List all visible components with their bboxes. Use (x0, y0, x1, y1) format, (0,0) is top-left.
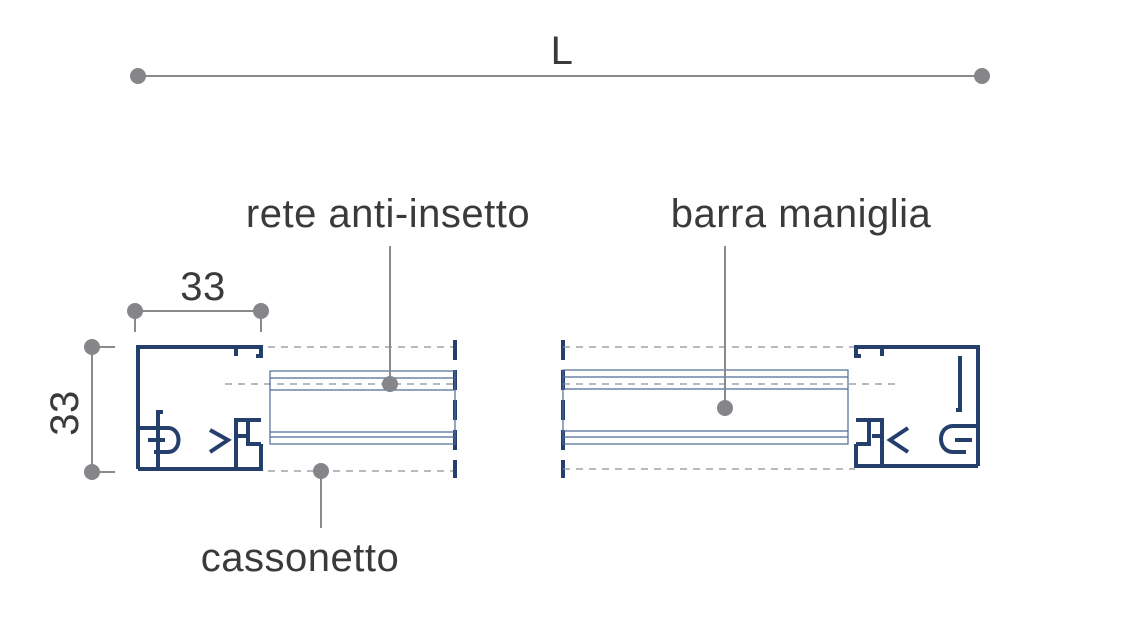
handle-bar-callout: barra maniglia (671, 192, 932, 416)
width-dimension: 33 (127, 265, 269, 332)
handle-bar-label: barra maniglia (671, 192, 932, 236)
length-dimension: L (130, 29, 990, 84)
length-dimension-start-dot (130, 68, 146, 84)
box-profile (136, 345, 263, 471)
height-dimension-bottom-dot (84, 464, 100, 480)
handle-bar-profile (854, 345, 980, 468)
insect-screen-leader-dot (382, 376, 398, 392)
length-dimension-end-dot (974, 68, 990, 84)
box-label: cassonetto (201, 536, 399, 580)
height-label: 33 (43, 390, 87, 436)
box-callout: cassonetto (201, 463, 399, 580)
height-dimension: 33 (43, 339, 115, 480)
width-dimension-end-dot (253, 303, 269, 319)
handle-bar-leader-dot (717, 400, 733, 416)
insect-screen-callout: rete anti-insetto (246, 192, 530, 392)
handle-bar-lines (562, 369, 849, 445)
width-label: 33 (180, 265, 226, 309)
length-label: L (551, 29, 574, 73)
width-dimension-start-dot (127, 303, 143, 319)
box-leader-dot (313, 463, 329, 479)
height-dimension-top-dot (84, 339, 100, 355)
insect-screen-lines (269, 370, 456, 445)
insect-screen-label: rete anti-insetto (246, 192, 530, 236)
